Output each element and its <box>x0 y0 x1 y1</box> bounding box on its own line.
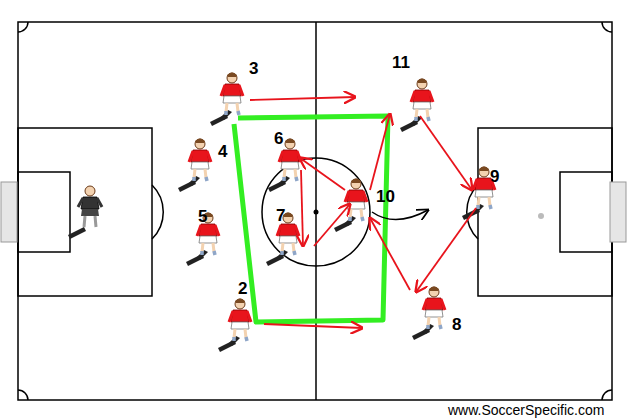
player-number: 6 <box>274 130 283 147</box>
player-number: 7 <box>276 207 285 224</box>
player-number: 3 <box>249 60 258 77</box>
player-number: 4 <box>218 143 227 160</box>
player-number: 8 <box>452 316 461 333</box>
player-number: 2 <box>238 280 247 297</box>
watermark: www.SoccerSpecific.com <box>448 403 604 417</box>
player-number: 9 <box>490 168 499 185</box>
player-number: 10 <box>376 188 395 205</box>
player-number: 11 <box>392 54 410 71</box>
player-number: 5 <box>198 208 207 225</box>
